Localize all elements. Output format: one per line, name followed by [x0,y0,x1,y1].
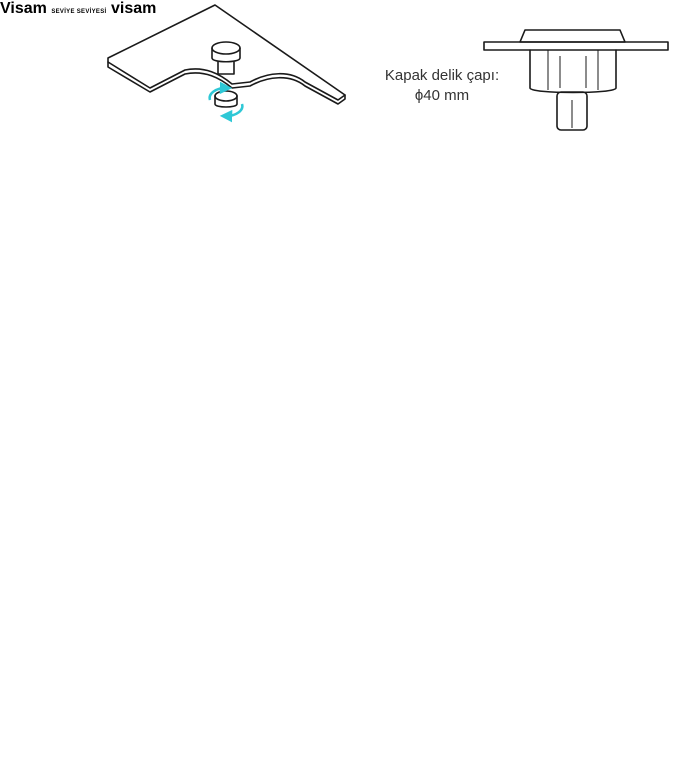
flush-valve-small: Visam [0,0,51,17]
caption-line-2: ϕ40 mm [414,87,470,104]
lid-hole-detail [483,29,669,131]
brand-label-small: Visam [0,0,47,17]
water-level-label: SEVİYE SEVİYESİ [51,9,107,15]
water-level-marker: SEVİYE SEVİYESİ [51,0,111,17]
caption-line-1: Kapak delik çapı: [384,67,500,84]
brand-label-large: visam [110,0,157,17]
flush-valve-large: visam [111,0,156,17]
tank-lid [107,4,346,105]
rotate-arrows-icon [208,81,244,123]
lid-hole-diameter-caption: Kapak delik çapı: ϕ40 mm [372,66,512,106]
